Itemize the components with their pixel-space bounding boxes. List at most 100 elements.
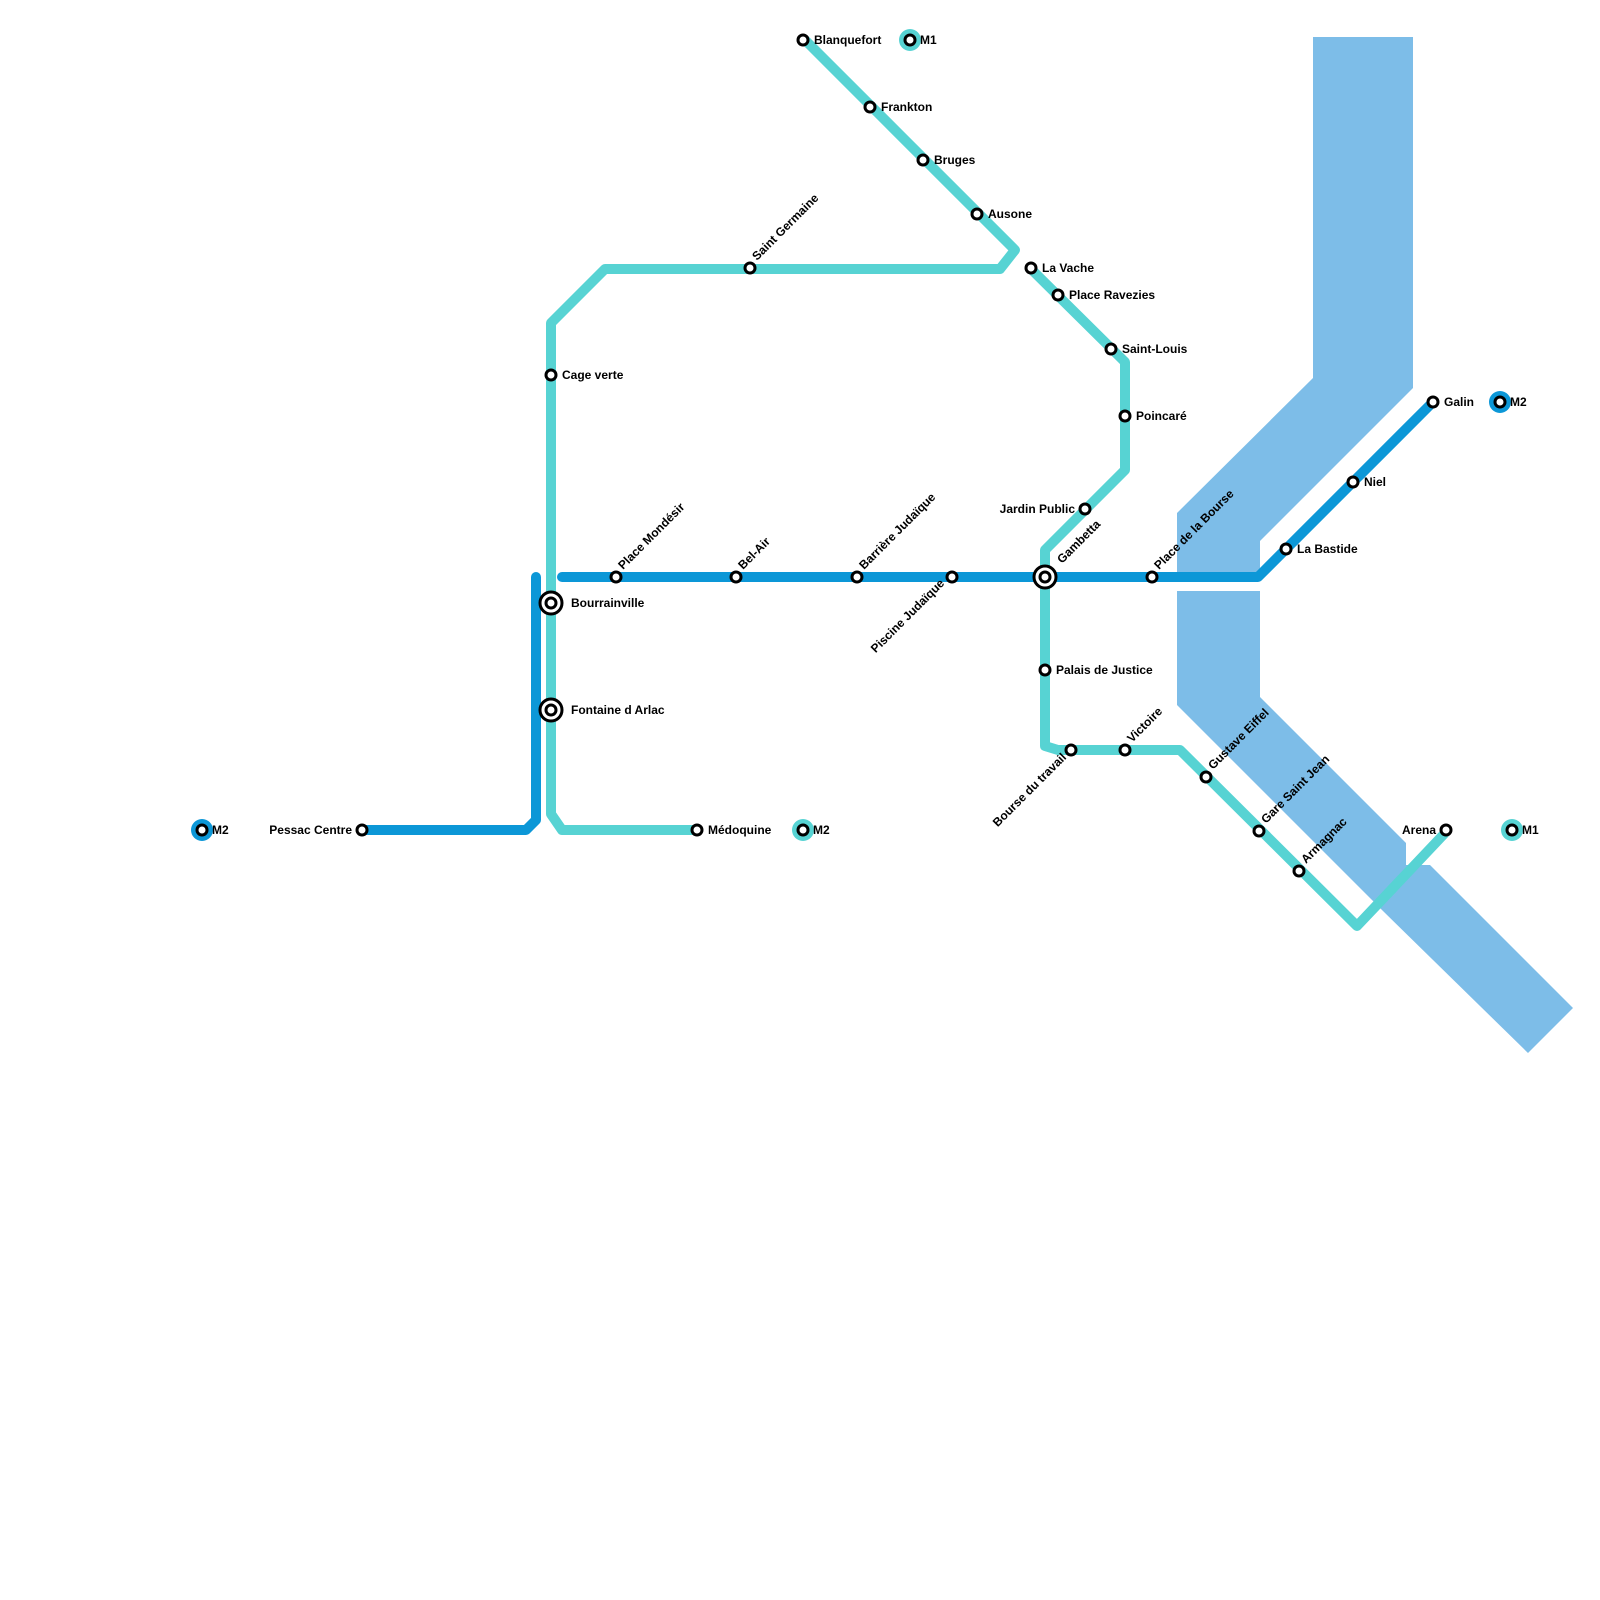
station-la-vache[interactable]: La Vache <box>1024 261 1094 275</box>
station-dot <box>355 823 369 837</box>
station-dot <box>1118 743 1132 757</box>
station-dot <box>544 368 558 382</box>
river-lower-segment <box>1177 591 1573 1053</box>
station-dot <box>1038 570 1052 584</box>
terminal-term-m1-blanquefort[interactable]: M1 <box>899 29 937 51</box>
station-label: La Bastide <box>1297 542 1358 556</box>
station-dot <box>863 100 877 114</box>
station-label: Piscine Judaïque <box>868 576 947 655</box>
station-galin[interactable]: Galin <box>1426 395 1474 409</box>
station-piscine-judaique[interactable]: Piscine Judaïque <box>868 570 959 655</box>
station-dot <box>1145 570 1159 584</box>
station-dot <box>544 703 558 717</box>
station-jardin-public[interactable]: Jardin Public <box>1000 502 1092 516</box>
station-dot <box>1038 663 1052 677</box>
station-label: La Vache <box>1042 261 1094 275</box>
station-blanquefort[interactable]: Blanquefort <box>796 33 881 47</box>
station-fontaine-d-arlac[interactable]: Fontaine d Arlac <box>538 697 665 723</box>
station-label: Saint Germaine <box>749 191 821 263</box>
terminal-line-label: M1 <box>920 33 937 47</box>
station-saint-germaine[interactable]: Saint Germaine <box>743 191 822 275</box>
station-dot <box>1199 770 1213 784</box>
line-m2-segment-1 <box>357 572 541 835</box>
terminal-line-label: M2 <box>1510 395 1527 409</box>
terminal-dot <box>1505 823 1519 837</box>
station-dot <box>1279 542 1293 556</box>
station-dot <box>1078 502 1092 516</box>
station-label: Galin <box>1444 395 1474 409</box>
station-dot <box>690 823 704 837</box>
terminal-dot <box>796 823 810 837</box>
terminal-term-m2-galin[interactable]: M2 <box>1489 391 1527 413</box>
station-label: Bruges <box>934 153 976 167</box>
station-label: Ausone <box>988 207 1032 221</box>
line-m2-segment-2 <box>557 397 1438 582</box>
station-label: Palais de Justice <box>1056 663 1153 677</box>
terminal-line-label: M1 <box>1522 823 1539 837</box>
line-m1-segment-1 <box>546 35 1020 835</box>
station-dot <box>743 261 757 275</box>
station-dot <box>1252 824 1266 838</box>
station-label: Bourse du travail <box>990 750 1069 829</box>
terminal-dot <box>1493 395 1507 409</box>
station-dot <box>1426 395 1440 409</box>
station-label: Place Mondésir <box>615 500 687 572</box>
river <box>1177 37 1573 1053</box>
station-label: Place Ravezies <box>1069 288 1155 302</box>
station-dot <box>544 596 558 610</box>
station-label: Gambetta <box>1054 517 1103 566</box>
station-ausone[interactable]: Ausone <box>970 207 1032 221</box>
station-pessac-centre[interactable]: Pessac Centre <box>269 823 369 837</box>
station-bourse-du-travail[interactable]: Bourse du travail <box>990 743 1078 829</box>
station-label: Jardin Public <box>1000 502 1076 516</box>
station-bourrainville[interactable]: Bourrainville <box>538 590 645 616</box>
terminal-dot <box>903 33 917 47</box>
station-dot <box>970 207 984 221</box>
station-bruges[interactable]: Bruges <box>916 153 976 167</box>
station-dot <box>729 570 743 584</box>
station-label: Cage verte <box>562 368 624 382</box>
station-dot <box>796 33 810 47</box>
station-frankton[interactable]: Frankton <box>863 100 932 114</box>
station-label: Médoquine <box>708 823 772 837</box>
station-dot <box>945 570 959 584</box>
station-label: Fontaine d Arlac <box>571 703 665 717</box>
station-dot <box>1118 409 1132 423</box>
terminal-term-m1-arena[interactable]: M1 <box>1501 819 1539 841</box>
terminal-line-label: M2 <box>813 823 830 837</box>
station-la-bastide[interactable]: La Bastide <box>1279 542 1358 556</box>
station-place-mondesir[interactable]: Place Mondésir <box>609 500 688 584</box>
station-poincare[interactable]: Poincaré <box>1118 409 1187 423</box>
terminal-dot <box>195 823 209 837</box>
station-dot <box>1024 261 1038 275</box>
station-saint-louis[interactable]: Saint-Louis <box>1104 342 1188 356</box>
station-label: Niel <box>1364 475 1386 489</box>
station-dot <box>1104 342 1118 356</box>
station-medoquine[interactable]: Médoquine <box>690 823 772 837</box>
station-dot <box>1064 743 1078 757</box>
station-label: Barrière Judaïque <box>856 490 938 572</box>
station-dot <box>850 570 864 584</box>
station-cage-verte[interactable]: Cage verte <box>544 368 624 382</box>
station-arena[interactable]: Arena <box>1402 823 1453 837</box>
station-label: Arena <box>1402 823 1436 837</box>
station-niel[interactable]: Niel <box>1346 475 1386 489</box>
station-label: Frankton <box>881 100 932 114</box>
station-label: Pessac Centre <box>269 823 352 837</box>
terminal-line-label: M2 <box>212 823 229 837</box>
station-label: Poincaré <box>1136 409 1187 423</box>
station-palais-de-justice[interactable]: Palais de Justice <box>1038 663 1153 677</box>
station-label: Blanquefort <box>814 33 881 47</box>
station-label: Saint-Louis <box>1122 342 1188 356</box>
station-label: Victoire <box>1124 704 1165 745</box>
station-place-ravezies[interactable]: Place Ravezies <box>1051 288 1155 302</box>
station-dot <box>1439 823 1453 837</box>
station-label: Bel-Air <box>735 534 773 572</box>
terminal-term-m2-medoquine[interactable]: M2 <box>792 819 830 841</box>
river-upper-segment <box>1177 37 1413 577</box>
terminal-term-m2-pessac[interactable]: M2 <box>191 819 229 841</box>
station-dot <box>1346 475 1360 489</box>
station-barriere-judaique[interactable]: Barrière Judaïque <box>850 490 939 584</box>
